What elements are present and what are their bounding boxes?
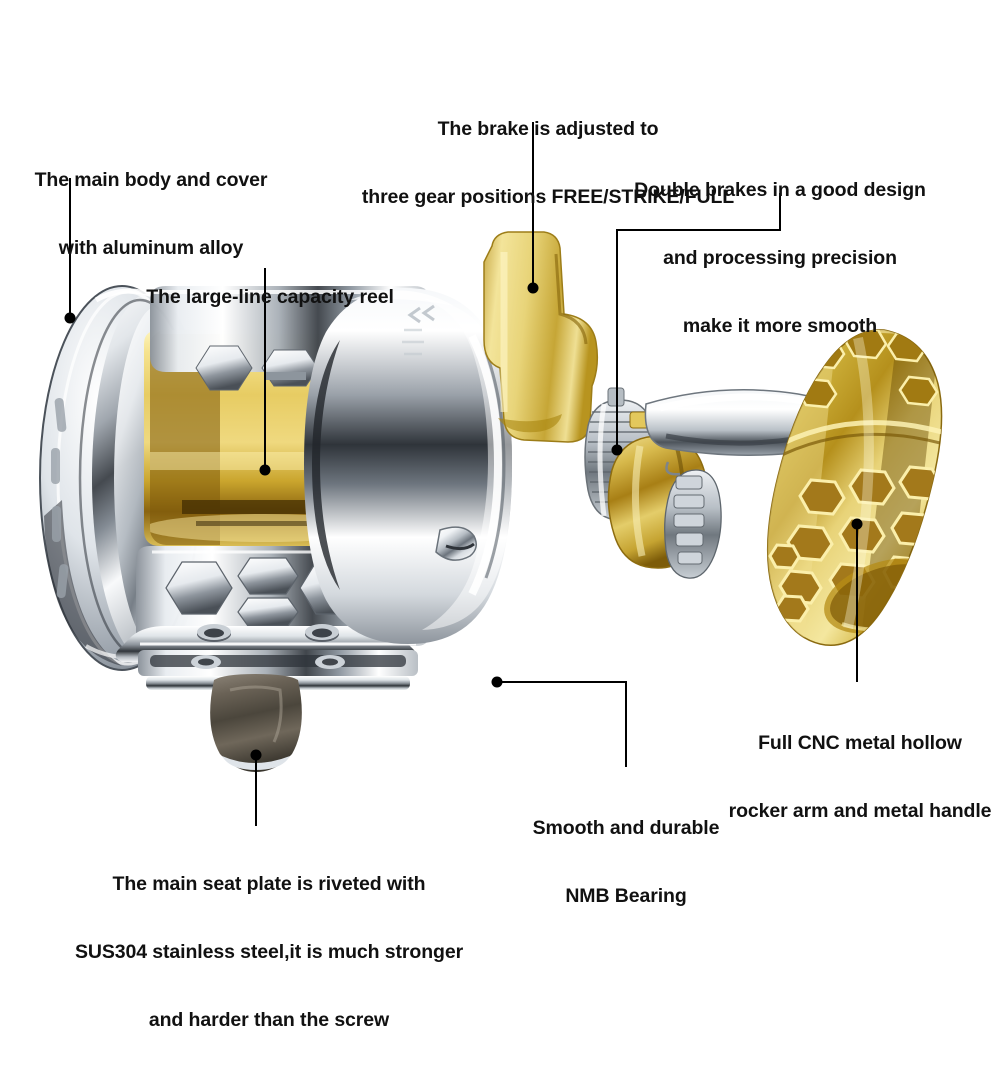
leader-dot-brake-positions	[527, 282, 539, 294]
callout-double-brakes-line-2: and processing precision	[663, 247, 897, 270]
leader-dot-cnc-rocker-arm	[851, 518, 863, 530]
leader-double-brakes-seg3	[616, 229, 618, 450]
callout-main-body: The main body and cover with aluminum al…	[35, 124, 268, 305]
callout-brake-positions-line-2: three gear positions FREE/STRIKE/FULL	[361, 186, 735, 209]
infographic-canvas: The main body and cover with aluminum al…	[34, 73, 992, 1031]
callout-seat-plate-line-1: The main seat plate is riveted with	[112, 873, 426, 896]
leader-double-brakes-seg2	[616, 229, 781, 231]
callout-seat-plate-line-2: SUS304 stainless steel,it is much strong…	[74, 941, 464, 964]
callout-large-line-capacity: The large-line capacity reel	[146, 241, 394, 354]
callout-seat-plate: The main seat plate is riveted with SUS3…	[75, 828, 463, 1077]
gear-housing-gold	[607, 411, 709, 569]
leader-dot-double-brakes	[611, 444, 623, 456]
leader-nmb-bearing-seg2	[625, 681, 627, 767]
leader-nmb-bearing-seg1	[500, 681, 626, 683]
callout-nmb-bearing-line-1: Smooth and durable	[532, 817, 720, 840]
callout-double-brakes: Double brakes in a good design and proce…	[634, 134, 926, 383]
callout-brake-positions: The brake is adjusted to three gear posi…	[362, 73, 734, 254]
leader-dot-main-body	[64, 312, 76, 324]
frame-hex-bars-bottom	[136, 546, 430, 646]
leader-seat-plate	[255, 757, 257, 826]
callout-cnc-rocker-arm-line-1: Full CNC metal hollow	[758, 732, 962, 755]
leader-dot-large-line-capacity	[259, 464, 271, 476]
callout-main-body-line-1: The main body and cover	[34, 169, 268, 192]
callout-nmb-bearing: Smooth and durable NMB Bearing	[533, 772, 720, 953]
leader-brake-positions	[532, 122, 534, 288]
callout-nmb-bearing-line-2: NMB Bearing	[565, 885, 687, 908]
callout-main-body-line-2: with aluminum alloy	[58, 237, 244, 260]
leader-dot-seat-plate	[250, 749, 262, 761]
callout-large-line-capacity-line-1: The large-line capacity reel	[146, 286, 394, 309]
star-drag	[664, 461, 722, 579]
callout-cnc-rocker-arm: Full CNC metal hollow rocker arm and met…	[729, 687, 992, 868]
leader-large-line-capacity	[264, 268, 266, 470]
leader-dot-nmb-bearing	[491, 676, 503, 688]
leader-main-body	[69, 178, 71, 318]
leader-double-brakes-seg1	[779, 193, 781, 231]
callout-brake-positions-line-1: The brake is adjusted to	[437, 118, 659, 141]
handle-arm	[644, 389, 854, 456]
seat-plate-rivets	[191, 624, 345, 669]
callout-seat-plate-line-3: and harder than the screw	[148, 1008, 390, 1031]
callout-double-brakes-line-1: Double brakes in a good design	[634, 179, 926, 202]
drag-lever-gold	[483, 231, 599, 443]
engraved-arrows	[407, 304, 435, 324]
reel-seat-plate	[115, 624, 418, 690]
callout-double-brakes-line-3: make it more smooth	[682, 314, 878, 337]
spool-gold	[144, 330, 420, 546]
leader-cnc-rocker-arm	[856, 527, 858, 682]
callout-cnc-rocker-arm-line-2: rocker arm and metal handle	[728, 800, 992, 823]
